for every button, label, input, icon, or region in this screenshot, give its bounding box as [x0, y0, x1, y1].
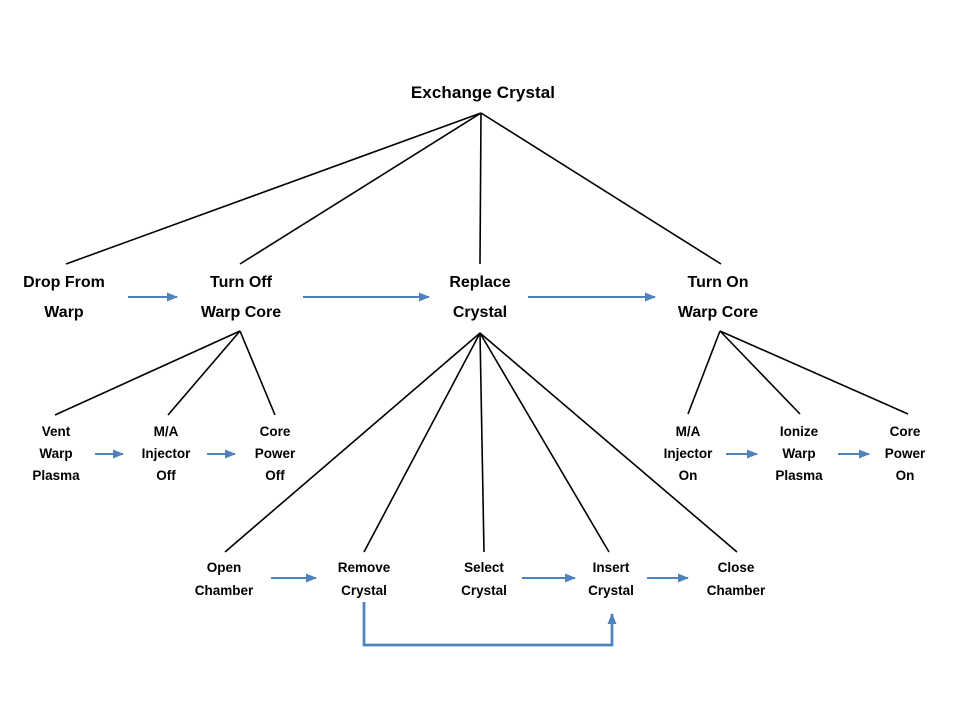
node-exchange-crystal: Exchange Crystal: [410, 83, 556, 102]
node-insert-crystal: Insert Crystal: [588, 560, 634, 598]
node-ma-injector-on: M/A Injector On: [663, 424, 713, 483]
node-core-power-on: Core Power On: [884, 424, 926, 483]
node-open-chamber: Open Chamber: [194, 560, 254, 598]
node-core-power-off: Core Power Off: [254, 424, 296, 483]
tree-lines: [54, 112, 909, 553]
flow-arrows: [95, 292, 870, 583]
node-select-crystal: Select Crystal: [461, 560, 507, 598]
node-ma-injector-off: M/A Injector Off: [141, 424, 191, 483]
node-close-chamber: Close Chamber: [706, 560, 766, 598]
node-turn-on-warp-core: Turn On Warp Core: [677, 274, 759, 321]
node-vent-warp-plasma: Vent Warp Plasma: [32, 424, 80, 483]
node-replace-crystal: Replace Crystal: [449, 274, 511, 321]
node-turn-off-warp-core: Turn Off Warp Core: [200, 274, 282, 321]
loop-connector: [362, 602, 617, 647]
node-ionize-warp-plasma: Ionize Warp Plasma: [775, 424, 823, 483]
node-drop-from-warp: Drop From Warp: [23, 274, 105, 321]
node-remove-crystal: Remove Crystal: [337, 560, 391, 598]
